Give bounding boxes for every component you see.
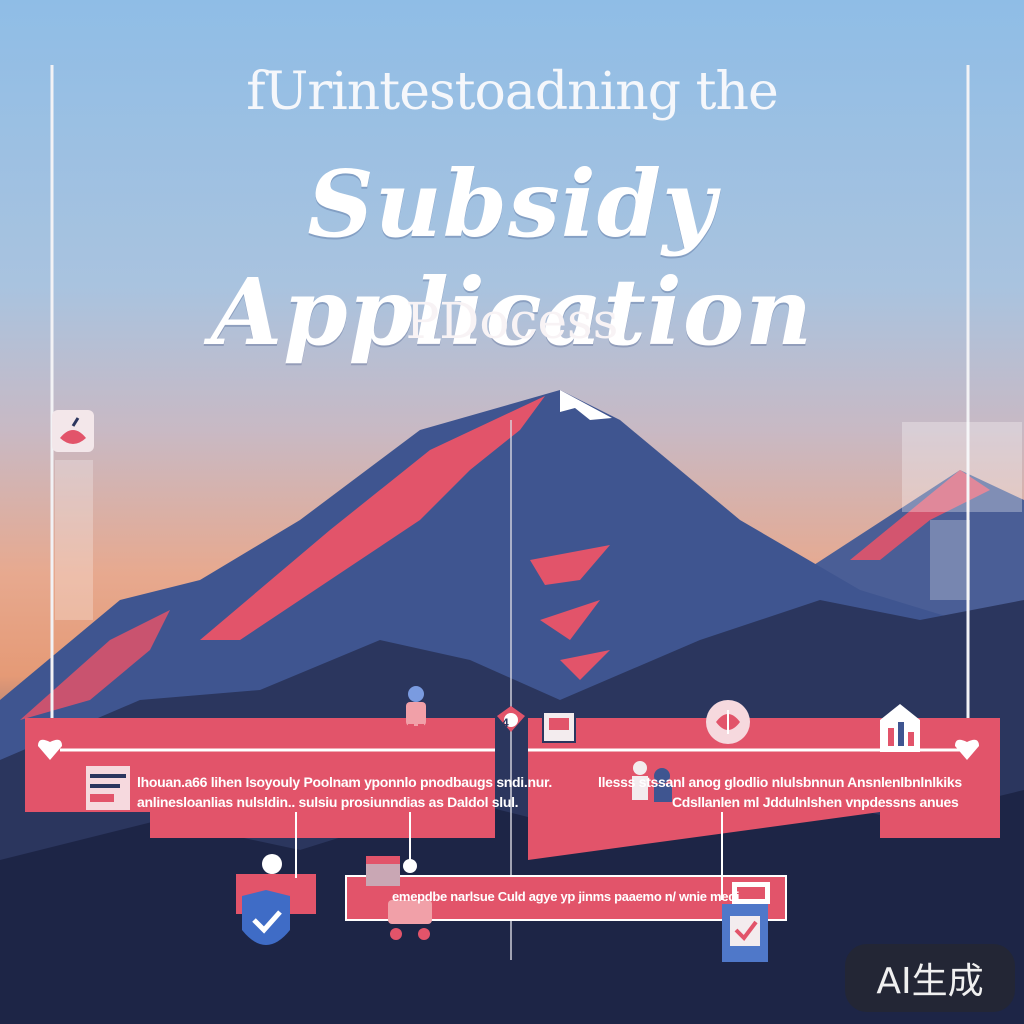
basket-icon bbox=[388, 900, 432, 940]
person-icon bbox=[406, 686, 426, 734]
ridge-highlight bbox=[200, 396, 545, 640]
apple-icon bbox=[52, 410, 94, 452]
tag-icon bbox=[732, 882, 770, 904]
ridge-highlight-5 bbox=[560, 650, 610, 680]
right-faded-panel-2 bbox=[930, 520, 970, 600]
chart-icon bbox=[880, 704, 920, 752]
ridge-highlight-2 bbox=[20, 610, 170, 720]
monitor-icon bbox=[542, 711, 576, 743]
ridge-highlight-4 bbox=[540, 600, 600, 640]
brain-icon bbox=[706, 700, 750, 744]
left-band-text-2: anlinesloanlias nulsldin.. sulsiu prosiu… bbox=[137, 794, 519, 810]
document-icon bbox=[86, 766, 130, 810]
clipboard-icon bbox=[722, 904, 768, 962]
right-ribbon bbox=[528, 718, 1000, 860]
left-faded-panel bbox=[55, 460, 93, 620]
title-line-3: PDocess bbox=[405, 292, 619, 350]
heart-icon-right bbox=[955, 739, 979, 760]
left-band-text-1: lhouan.a66 lihen lsoyouly Poolnam yponnl… bbox=[137, 774, 552, 790]
right-band-text-2: Cdsllanlen ml Jddulnlshen vnpdessns anue… bbox=[672, 794, 959, 810]
center-badge-number: 4 bbox=[502, 716, 509, 730]
box-icon bbox=[366, 856, 400, 886]
user-icon bbox=[262, 854, 282, 874]
title-line-1: fUrintestoadning the bbox=[246, 62, 778, 122]
title-main: Subsidy Application bbox=[210, 150, 814, 366]
connector-mid-dot bbox=[403, 859, 417, 873]
right-band-text-1: llesss stssanl anog glodlio nlulsbnnun A… bbox=[598, 774, 962, 790]
center-badge-icon bbox=[497, 706, 525, 732]
far-mountain-highlight bbox=[850, 470, 990, 560]
bottom-bar-outline bbox=[345, 875, 787, 921]
heart-icon-left bbox=[38, 739, 62, 760]
check-shield-icon bbox=[242, 890, 290, 945]
ai-generated-watermark: AI生成 bbox=[845, 944, 1015, 1012]
bottom-band-text: emepdbe narlsue Culd agye yp jinms paaem… bbox=[392, 889, 740, 904]
right-faded-panel bbox=[902, 422, 1022, 512]
left-ribbon bbox=[25, 718, 495, 838]
ridge-highlight-3 bbox=[530, 545, 610, 585]
snow-cap bbox=[560, 390, 612, 420]
people-icon bbox=[632, 761, 672, 802]
